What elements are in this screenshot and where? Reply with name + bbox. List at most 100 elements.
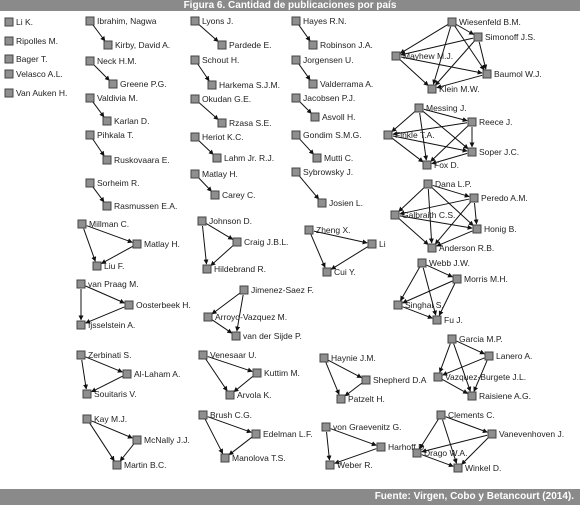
node-box: [103, 40, 113, 50]
author-node-oosterbeek: Oosterbeek H.: [124, 300, 191, 310]
node-box: [252, 368, 262, 378]
edge-morris-singhal: [402, 280, 453, 304]
author-label: Arroyo-Vazquez M.: [215, 312, 287, 322]
author-node-hayes: Hayes R.N.: [291, 16, 346, 26]
author-node-jacobsen: Jacobsen P.J.: [291, 93, 355, 103]
author-label: Lanero A.: [496, 351, 532, 361]
edge-shepherd-patzelt: [344, 382, 363, 397]
author-node-li2: Li: [367, 239, 386, 249]
edge-vazquez-raisiene: [442, 379, 469, 394]
author-label: Anderson R.B.: [439, 243, 494, 253]
author-node-vazquez: Vazquez-Burgete J.L.: [433, 372, 526, 382]
author-node-greene: Greene P.G.: [108, 79, 167, 89]
edge-lanero-raisiene: [473, 360, 488, 392]
edge-clements-vanevenhoven: [445, 416, 488, 434]
author-node-zheng: Zheng X.: [304, 225, 351, 235]
author-label: Jorgensen U.: [303, 55, 354, 65]
node-box: [203, 312, 213, 322]
author-node-ijsselstein: Ijsselstein A.: [76, 320, 135, 330]
node-box: [291, 16, 301, 26]
author-node-honig: Honig B.: [472, 224, 517, 234]
edge-galbraith-anderson: [398, 217, 429, 246]
author-label: Josien L.: [329, 198, 363, 208]
author-node-clements: Clements C.: [436, 410, 495, 420]
author-node-peredo: Peredo A.M.: [469, 193, 528, 203]
author-node-schout: Schout H.: [190, 55, 239, 65]
edge-zerbinati-allaham: [85, 356, 123, 373]
node-box: [291, 130, 301, 140]
author-label: Clements C.: [448, 410, 495, 420]
edge-hayes-robinson: [298, 24, 311, 42]
author-node-vandersijde: van der Sijde P.: [231, 331, 302, 341]
author-node-venesaar: Venesaar U.: [198, 350, 257, 360]
edge-jacobsen-asvoll: [299, 101, 312, 114]
author-label: Haynie J.M.: [331, 353, 376, 363]
edge-pihkala-ruskovaara: [92, 138, 105, 157]
author-node-craig: Craig J.B.L.: [232, 237, 288, 247]
author-node-jimenez: Jimenez-Saez F.: [239, 285, 314, 295]
author-label: Edelman L.F.: [263, 429, 313, 439]
author-label: Bager T.: [16, 54, 48, 64]
node-box: [212, 153, 222, 163]
author-node-messing: Messing J.: [414, 103, 467, 113]
node-box: [393, 300, 403, 310]
author-label: Zerbinati S.: [88, 350, 131, 360]
author-node-arroyo: Arroyo-Vazquez M.: [203, 312, 287, 322]
edge-soper-fox: [431, 152, 468, 165]
edge-sybrowsky-josien: [298, 175, 320, 200]
node-box: [76, 350, 86, 360]
node-box: [310, 112, 320, 122]
edge-kay-martin: [89, 422, 115, 462]
edge-lyons-pardede: [198, 23, 219, 43]
author-node-li: Li K.: [4, 17, 33, 27]
edge-morris-fuj: [438, 283, 456, 316]
edge-wiesenfeld-mayhew: [399, 24, 448, 54]
edge-reece-finkle: [392, 122, 468, 137]
author-node-mutti: Mutti C.: [312, 153, 353, 163]
node-box: [376, 442, 386, 452]
node-box: [225, 390, 235, 400]
author-label: Mutti C.: [324, 153, 353, 163]
author-node-okudan: Okudan G.E.: [190, 94, 251, 104]
author-node-karlan: Karlan D.: [102, 116, 149, 126]
figure-source: Fuente: Virgen, Cobo y Betancourt (2014)…: [0, 489, 580, 505]
author-node-lahm: Lahm Jr. R.J.: [212, 153, 274, 163]
edge-venesaar-kuttim: [207, 356, 253, 373]
node-box: [122, 369, 132, 379]
nodes-layer: Li K.Ripolles M.Bager T.Velasco A.L.Van …: [4, 16, 564, 473]
author-label: Velasco A.L.: [16, 69, 63, 79]
node-box: [85, 178, 95, 188]
author-node-raisiene: Raisiene A.G.: [467, 391, 531, 401]
author-label: Liu F.: [104, 261, 124, 271]
edge-zerbinati-souitaris: [81, 359, 89, 390]
node-box: [102, 155, 112, 165]
node-box: [417, 258, 427, 268]
author-label: Wiesenfeld B.M.: [459, 17, 521, 27]
edge-okudan-rzasa: [198, 101, 219, 121]
author-label: Fu J.: [444, 315, 463, 325]
author-label: von Graevenitz G.: [333, 422, 402, 432]
author-label: Garcia M.P.: [459, 334, 503, 344]
node-box: [322, 267, 332, 277]
author-node-kirby: Kirby, David A.: [103, 40, 170, 50]
author-node-ripolles: Ripolles M.: [4, 36, 58, 46]
author-label: Oosterbeek H.: [136, 300, 191, 310]
edge-wiesenfeld-simonoff: [456, 24, 475, 35]
author-node-dana: Dana L.P.: [423, 179, 472, 189]
author-label: Okudan G.E.: [202, 94, 251, 104]
node-box: [291, 167, 301, 177]
edge-venesaar-arvola: [205, 358, 228, 392]
author-label: Vazquez-Burgete J.L.: [445, 372, 526, 382]
author-node-garcia: Garcia M.P.: [447, 334, 503, 344]
edge-jimenez-arroyo: [211, 292, 241, 315]
author-label: Vanevenhoven J.: [499, 429, 564, 439]
node-box: [482, 69, 492, 79]
node-box: [76, 320, 86, 330]
node-box: [467, 117, 477, 127]
figure-title: Figura 6. Cantidad de publicaciones por …: [0, 0, 580, 11]
node-box: [453, 463, 463, 473]
author-label: Harhoff D.: [388, 442, 427, 452]
edge-edelman-manolova: [228, 436, 253, 456]
node-box: [82, 414, 92, 424]
edge-brush-manolova: [204, 419, 224, 454]
